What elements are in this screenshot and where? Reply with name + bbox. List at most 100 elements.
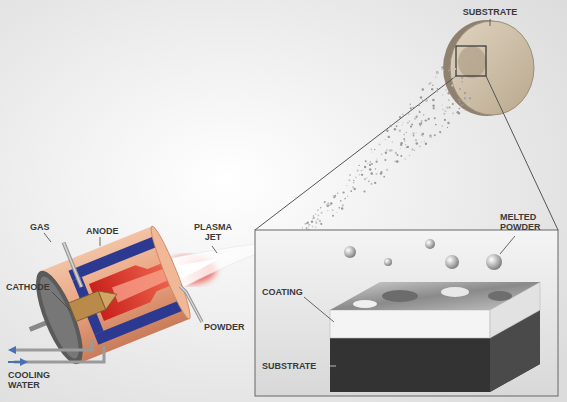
spray-particle [372,151,373,152]
spray-particle [354,188,356,190]
spray-particle [432,99,433,100]
powder-tube [180,286,202,322]
spray-particle [420,96,422,98]
spray-particle [453,68,455,70]
coating-layer [330,310,490,338]
spray-particle [396,154,398,156]
spray-particle [313,217,315,219]
spray-particle [414,117,416,119]
spray-particle [435,124,437,126]
spray-particle [407,146,409,148]
spray-particle [411,148,413,150]
spray-particle [332,215,334,217]
spray-particle [332,210,333,211]
spray-particle [405,144,406,145]
spray-particle [399,116,401,118]
spray-particle [442,125,443,126]
melted-droplet [425,239,435,249]
plasma-torch [4,207,195,376]
spray-particle [457,111,460,114]
spray-particle [308,226,309,227]
spray-particle [422,133,425,136]
spray-particle [435,77,437,79]
spray-particle [319,220,321,222]
spray-particle [436,71,439,74]
spray-particle [332,209,333,210]
spray-particle [442,105,443,106]
spray-particle [422,100,423,101]
leader-line [318,366,336,367]
spray-particle [459,101,461,103]
spray-particle [371,163,373,165]
spray-particle [434,134,436,136]
spray-particle [389,149,392,152]
part-label: CATHODE [6,282,52,292]
spray-particle [399,130,402,133]
spray-particle [419,111,421,113]
spray-particle [464,109,466,111]
spray-particle [458,99,460,101]
spray-particle [342,204,344,206]
spray-particle [461,104,463,106]
spray-particle [447,127,448,128]
spray-particle [437,88,439,90]
spray-particle [304,223,306,225]
spray-particle [312,218,313,219]
spray-particle [308,224,310,226]
spray-particle [396,160,398,162]
spray-particle [400,148,401,149]
gas-tube [64,242,82,287]
spray-particle [419,145,421,147]
part-label: SUBSTRATE [262,361,318,371]
spray-particle [414,150,415,151]
spray-particle [410,125,412,127]
spray-particle [398,122,399,123]
spray-particle [434,117,436,119]
cathode-tip [98,285,120,310]
spray-particle [463,96,464,97]
spray-particle [392,141,394,143]
spray-particle [386,130,388,132]
spray-particle [324,201,325,202]
spray-particle [315,226,316,227]
cooling-pipe [14,340,92,350]
spray-particle [416,132,417,133]
zoom-square [456,46,486,76]
spray-particle [338,207,340,209]
spray-particle [403,138,405,140]
spray-particle [441,69,442,70]
melted-droplet [486,254,502,270]
spray-particle [324,201,326,203]
spray-particle [364,166,367,169]
spray-particle [381,153,383,155]
spray-particle [431,88,433,90]
spray-particle [333,196,335,198]
spray-particle [363,170,364,171]
spray-particle [307,222,309,224]
spray-particle [380,172,383,175]
spray-particle [396,125,398,127]
spray-particle [347,196,348,197]
spray-particle [306,227,308,229]
spray-particle [445,89,447,91]
spray-particle [313,215,314,216]
spray-particle [312,226,314,228]
spray-particle [428,118,430,120]
spray-particle [318,215,320,217]
splat [441,287,469,297]
spray-particle [352,186,354,188]
spray-particle [443,113,445,115]
spray-particle [327,202,329,204]
spray-particle [370,183,372,185]
spray-particle [375,173,377,175]
spray-particle [443,70,444,71]
spray-particle [410,104,411,105]
spray-particle [353,182,355,184]
spray-particle [361,174,362,175]
spray-particle [412,107,414,109]
spray-particle [407,122,409,124]
spray-particle [421,134,423,136]
spray-particle [459,88,461,90]
spray-particle [357,170,359,172]
